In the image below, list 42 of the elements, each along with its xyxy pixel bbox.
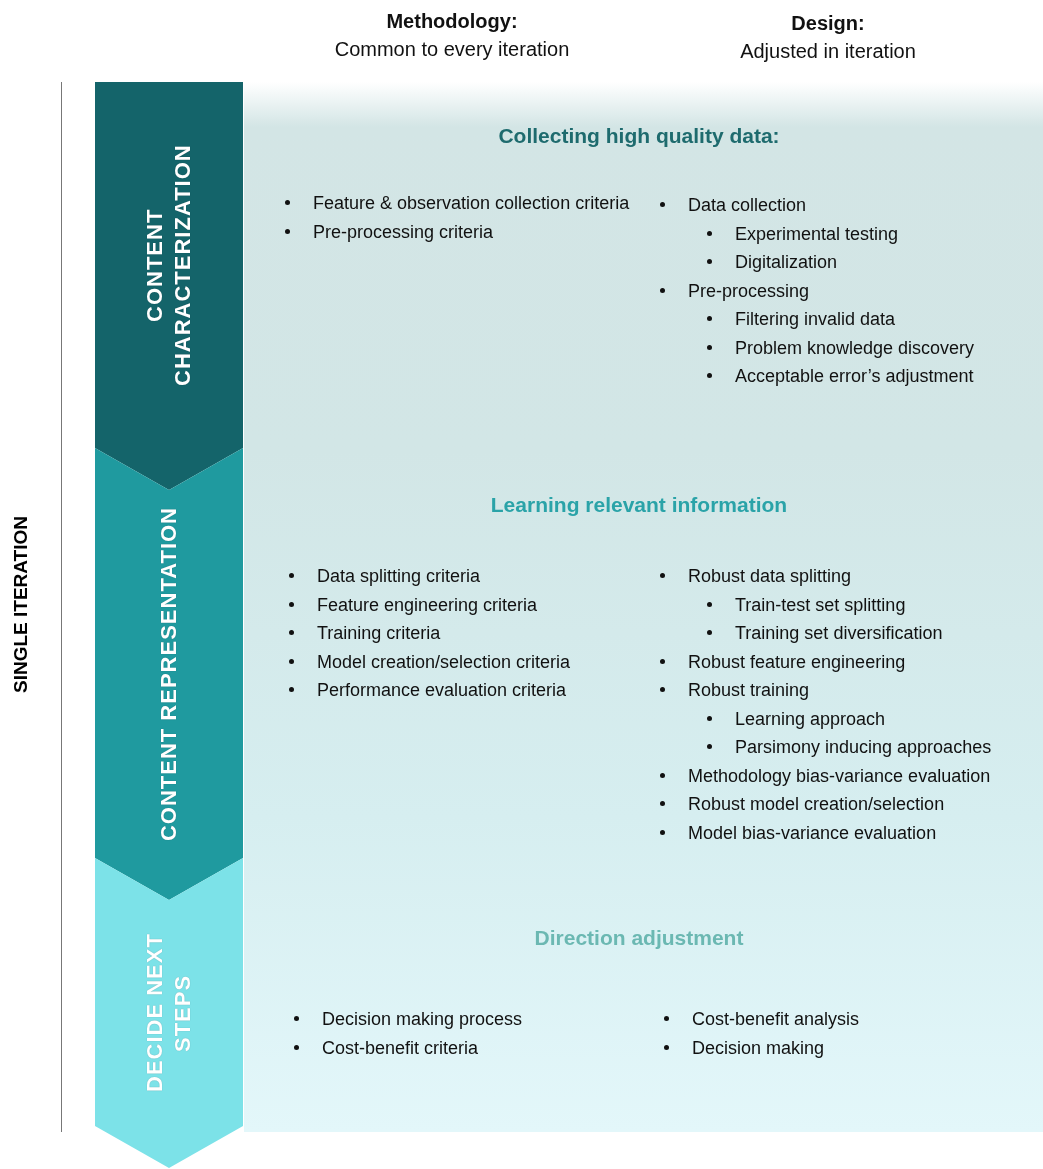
section-heading: Collecting high quality data: (498, 124, 780, 147)
list-item: Methodology bias-variance evaluation (688, 764, 991, 788)
stage-label: CONTENT REPRESENTATION (155, 506, 182, 842)
list-item: Robust training (688, 679, 810, 702)
list-item: Pre-processing criteria (313, 220, 494, 244)
list-item: Cost-benefit criteria (322, 1036, 479, 1060)
column-subheading: Adjusted in iteration (740, 40, 916, 62)
list-item: Experimental testing (735, 222, 899, 246)
list-item: Feature & observation collection criteria (313, 192, 630, 215)
list-item: Decision making process (322, 1008, 523, 1031)
chevron-band (95, 448, 243, 900)
section-heading: Learning relevant information (490, 493, 788, 516)
list-item: Decision making (692, 1036, 825, 1060)
list-item: Parsimony inducing approaches (735, 736, 992, 759)
list-item: Robust feature engineering (688, 650, 906, 674)
list-item: Filtering invalid data (735, 308, 896, 331)
list-item: Performance evaluation criteria (317, 679, 567, 702)
column-heading: Methodology: (386, 10, 518, 32)
side-label: SINGLE ITERATION (10, 516, 32, 694)
list-item: Data splitting criteria (317, 565, 481, 588)
list-item: Digitalization (735, 251, 838, 274)
list-item: Robust model creation/selection (688, 793, 945, 816)
list-item: Model creation/selection criteria (317, 650, 571, 674)
list-item: Train-test set splitting (735, 593, 906, 617)
stage-label: CONTENT CHARACTERIZATION (141, 143, 196, 388)
list-item: Model bias-variance evaluation (688, 821, 937, 845)
list-item: Acceptable error’s adjustment (735, 365, 974, 388)
list-item: Feature engineering criteria (317, 593, 538, 617)
chevron-band (95, 82, 243, 490)
list-item: Data collection (688, 194, 807, 217)
list-item: Robust data splitting (688, 565, 852, 588)
column-subheading: Common to every iteration (334, 38, 570, 60)
section-heading: Direction adjustment (534, 926, 744, 949)
stage-label: DECIDE NEXT STEPS (141, 932, 196, 1095)
list-item: Learning approach (735, 707, 886, 731)
list-item: Training set diversification (735, 622, 943, 645)
list-item: Problem knowledge discovery (735, 336, 975, 360)
column-heading: Design: (791, 12, 865, 34)
chevron-band (95, 858, 243, 1168)
list-item: Pre-processing (688, 279, 810, 303)
list-item: Cost-benefit analysis (692, 1008, 860, 1031)
list-item: Training criteria (317, 622, 441, 645)
